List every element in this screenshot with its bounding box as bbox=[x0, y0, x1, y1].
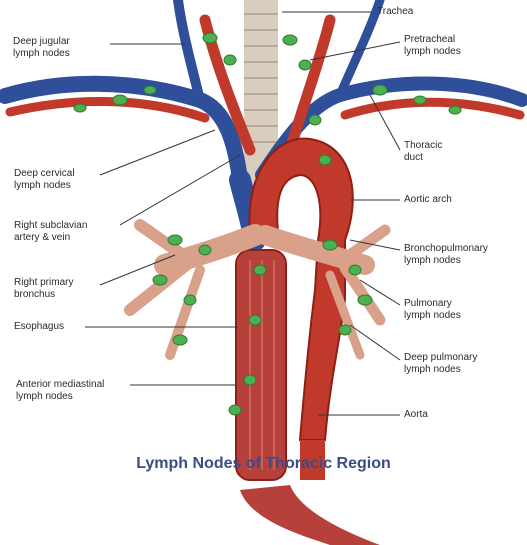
label-right-subclavian-artery-vein: Right subclavian artery & vein bbox=[14, 220, 87, 244]
label-trachea: Trachea bbox=[377, 6, 413, 18]
label-aortic-arch: Aortic arch bbox=[404, 194, 452, 206]
label-esophagus: Esophagus bbox=[14, 321, 64, 333]
label-deep-pulmonary-lymph-nodes: Deep pulmonary lymph nodes bbox=[404, 352, 477, 376]
label-bronchopulmonary-lymph-nodes: Bronchopulmonary lymph nodes bbox=[404, 243, 488, 267]
label-anterior-mediastinal-lymph-nodes: Anterior mediastinal lymph nodes bbox=[16, 379, 104, 403]
label-pulmonary-lymph-nodes: Pulmonary lymph nodes bbox=[404, 298, 461, 322]
label-thoracic-duct: Thoracic duct bbox=[404, 140, 442, 164]
label-deep-jugular-lymph-nodes: Deep jugular lymph nodes bbox=[13, 36, 70, 60]
diagram-caption: Lymph Nodes of Thoracic Region bbox=[0, 455, 527, 473]
label-deep-cervical-lymph-nodes: Deep cervical lymph nodes bbox=[14, 168, 75, 192]
label-right-primary-bronchus: Right primary bronchus bbox=[14, 277, 73, 301]
label-aorta: Aorta bbox=[404, 409, 428, 421]
label-pretracheal-lymph-nodes: Pretracheal lymph nodes bbox=[404, 34, 461, 58]
